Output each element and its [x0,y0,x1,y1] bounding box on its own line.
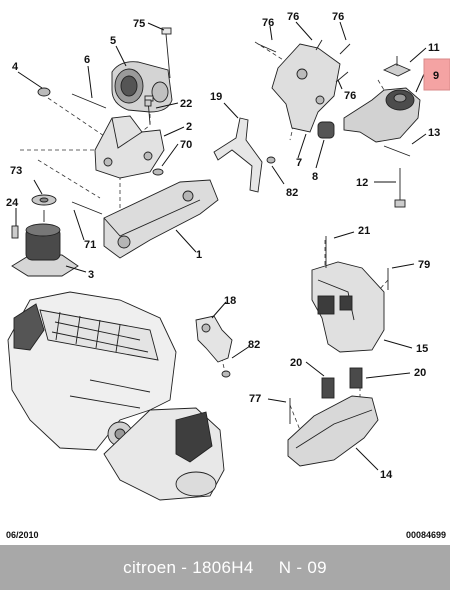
part-label-13: 13 [428,127,440,139]
part-label-3: 3 [88,269,94,281]
bracket-7 [257,39,351,139]
support-1 [71,179,219,259]
part-label-11: 11 [428,42,440,54]
exploded-parts-diagram: 75 76 76 76 4 6 5 11 9 22 2 19 76 13 73 … [6,11,450,501]
torque-rod-5 [111,27,173,113]
part-label-18: 18 [224,295,236,307]
engine-mount-3 [11,194,79,277]
part-label-76-d: 76 [344,90,356,102]
part-label-15: 15 [416,343,428,355]
engine-assembly [7,291,225,501]
part-number-labels: 75 76 76 76 4 6 5 11 9 22 2 19 76 13 73 … [6,11,450,481]
part-label-8: 8 [312,171,318,183]
footer-bar: citroen - 1806H4 N - 09 [0,545,450,590]
bracket-18 [195,315,233,378]
footer-title: citroen - 1806H4 N - 09 [123,557,327,577]
part-label-76-a: 76 [262,17,274,29]
part-label-82-a: 82 [286,187,298,199]
part-label-82-b: 82 [248,339,260,351]
support-14 [287,367,379,467]
engine-valve-cover-ribs [51,311,149,353]
part-label-71: 71 [84,239,96,251]
revision-date: 06/2010 [6,530,39,540]
part-label-6: 6 [84,54,90,66]
part-label-5: 5 [110,35,116,47]
bracket-19 [213,117,276,193]
part-label-76-c: 76 [332,11,344,23]
part-label-20-b: 20 [414,367,426,379]
part-label-19: 19 [210,91,222,103]
part-label-21: 21 [358,225,370,237]
bracket-15 [311,236,389,353]
part-label-70: 70 [180,139,192,151]
engine-mount-9 [343,56,421,208]
part-label-77: 77 [249,393,261,405]
drawing-code: 00084699 [405,530,446,540]
part-label-7: 7 [296,157,302,169]
part-label-9-highlight [423,58,450,91]
part-label-75: 75 [133,18,145,30]
bracket-2 [94,95,165,179]
part-label-24: 24 [6,197,19,209]
part-label-4: 4 [12,61,19,73]
part-label-76-b: 76 [287,11,299,23]
part-label-73: 73 [10,165,22,177]
part-label-20-a: 20 [290,357,302,369]
part-label-9: 9 [433,70,439,82]
part-label-14: 14 [380,469,393,481]
part-label-79: 79 [418,259,430,271]
leader-lines [15,21,427,471]
part-label-2: 2 [186,121,192,133]
part-label-12: 12 [356,177,368,189]
part-label-22: 22 [180,98,192,110]
fasteners-left [37,87,164,176]
part-label-1: 1 [196,249,202,261]
